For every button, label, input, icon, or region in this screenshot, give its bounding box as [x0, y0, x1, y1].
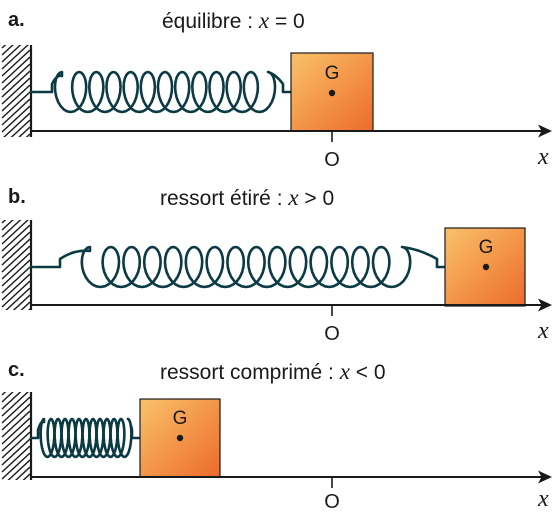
hatch-line	[1, 259, 30, 287]
panel-caption: ressort comprimé : x < 0	[160, 359, 386, 384]
hatch-line	[1, 49, 30, 77]
hatch-line	[1, 392, 14, 403]
spring	[29, 417, 142, 459]
center-of-mass-dot	[176, 434, 184, 442]
axis-label: x	[537, 144, 549, 170]
hatch-line	[5, 287, 30, 310]
hatch-line	[1, 452, 30, 480]
spring	[29, 245, 447, 289]
hatch-line	[1, 220, 29, 245]
wall-hatching	[1, 220, 30, 342]
caption-relation: > 0	[299, 187, 335, 210]
center-of-mass-dot	[482, 263, 490, 271]
hatch-line	[1, 410, 30, 438]
hatch-line	[20, 301, 30, 310]
x-axis-arrowhead	[538, 124, 552, 138]
hatch-line	[1, 84, 30, 112]
panel-letter: c.	[8, 359, 25, 381]
panel-b: b. ressort étiré : x > 0 G O x	[1, 185, 552, 345]
mass-label: G	[325, 63, 340, 84]
hatch-line	[2, 141, 30, 167]
caption-prefix: ressort étiré :	[160, 187, 288, 210]
hatch-line	[27, 308, 30, 310]
hatch-line	[1, 280, 30, 308]
hatch-line	[1, 445, 30, 473]
hatch-line	[7, 459, 30, 480]
panel-letter: a.	[8, 9, 25, 31]
hatch-line	[2, 316, 30, 342]
caption-variable: x	[339, 359, 351, 384]
wall-hatching	[1, 45, 30, 167]
hatch-line	[1, 266, 30, 294]
panel-c: c. ressort comprimé : x < 0 G O x	[1, 359, 552, 514]
axis-label: x	[537, 318, 549, 344]
caption-prefix: équilibre :	[162, 10, 259, 33]
axis-label: x	[537, 486, 549, 512]
mass-label: G	[173, 408, 188, 429]
hatch-line	[1, 70, 30, 98]
panel-caption: ressort étiré : x > 0	[160, 185, 334, 210]
hatch-line	[1, 252, 30, 280]
hatch-line	[1, 438, 30, 466]
hatch-line	[2, 488, 30, 514]
hatch-line	[1, 45, 29, 70]
hatch-line	[1, 63, 30, 91]
hatch-line	[1, 417, 30, 445]
hatch-line	[1, 45, 14, 56]
hatch-line	[1, 220, 14, 231]
hatch-line	[1, 105, 30, 133]
hatch-line	[25, 133, 30, 137]
caption-relation: < 0	[350, 361, 386, 384]
caption-prefix: ressort comprimé :	[160, 361, 340, 384]
mass-label: G	[479, 237, 494, 258]
origin-label: O	[324, 149, 340, 171]
hatch-line	[3, 112, 30, 137]
hatch-line	[10, 119, 30, 137]
hatch-line	[18, 126, 30, 137]
hatch-line	[1, 238, 30, 266]
hatch-line	[12, 294, 30, 310]
hatch-line	[1, 245, 30, 273]
hatch-line	[1, 392, 29, 417]
panel-a: a. équilibre : x = 0 G O x	[1, 8, 552, 171]
hatch-line	[1, 98, 30, 126]
origin-label: O	[324, 323, 340, 345]
hatch-line	[1, 392, 22, 410]
hatch-line	[1, 403, 30, 431]
hatch-line	[22, 473, 30, 480]
hatch-line	[1, 231, 30, 259]
hatch-line	[1, 220, 22, 238]
hatch-line	[1, 224, 30, 252]
hatch-line	[1, 91, 30, 119]
x-axis-arrowhead	[538, 470, 552, 484]
wall-hatching	[1, 392, 30, 514]
spring	[29, 70, 293, 114]
hatch-line	[1, 396, 30, 424]
hatch-line	[1, 424, 30, 452]
center-of-mass-dot	[328, 89, 336, 97]
caption-variable: x	[287, 185, 299, 210]
hatch-line	[1, 431, 30, 459]
hatch-line	[14, 466, 30, 480]
caption-relation: = 0	[269, 10, 305, 33]
hatch-line	[1, 77, 30, 105]
x-axis-arrowhead	[538, 298, 552, 312]
origin-label: O	[324, 491, 340, 513]
panel-caption: équilibre : x = 0	[162, 8, 305, 33]
hatch-line	[1, 56, 30, 84]
caption-variable: x	[258, 8, 270, 33]
hatch-line	[2, 481, 30, 507]
hatch-line	[1, 273, 30, 301]
panel-letter: b.	[8, 186, 26, 208]
hatch-line	[1, 45, 22, 63]
